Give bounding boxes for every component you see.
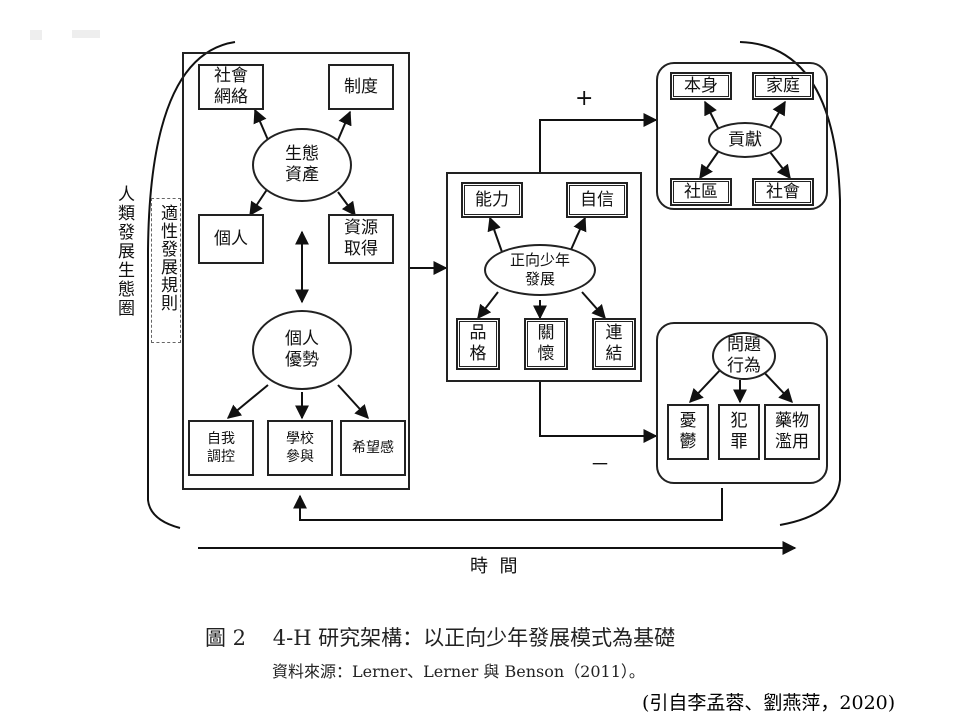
- caring-box: 關 懷: [524, 318, 568, 370]
- self-regulation-box: 自我 調控: [188, 420, 254, 476]
- depression-box: 憂 鬱: [667, 404, 709, 460]
- connection-box: 連 結: [592, 318, 636, 370]
- personal-strengths-circle: 個人 優勢: [252, 310, 352, 390]
- problem-behavior-circle: 問題 行為: [712, 332, 776, 380]
- figure-source: 資料來源：Lerner、Lerner 與 Benson（2011）。: [272, 662, 645, 681]
- corner-mark: [30, 30, 42, 40]
- corner-mark-2: [72, 30, 100, 38]
- confidence-box: 自信: [566, 182, 628, 218]
- minus-sign: －: [590, 452, 610, 476]
- family-box: 家庭: [752, 72, 814, 100]
- contribution-circle: 貢獻: [708, 122, 782, 158]
- institution-box: 制度: [328, 64, 394, 110]
- outer-ecology-label: 人類發展生態圈: [114, 185, 134, 318]
- figure-title: 圖 2 4-H 研究架構：以正向少年發展模式為基礎: [205, 626, 676, 650]
- self-box: 本身: [670, 72, 732, 100]
- left-panel: [182, 52, 410, 490]
- plus-sign: +: [575, 86, 594, 111]
- society-box: 社會: [752, 178, 814, 206]
- social-network-box: 社會 網絡: [198, 64, 264, 110]
- character-box: 品 格: [456, 318, 500, 370]
- problem-panel: [656, 322, 828, 484]
- pyd-circle: 正向少年 發展: [484, 244, 596, 296]
- school-engagement-box: 學校 參與: [267, 420, 333, 476]
- contribution-panel: [656, 62, 828, 210]
- resource-access-box: 資源 取得: [328, 214, 394, 264]
- citation: (引自李孟蓉、劉燕萍，2020): [642, 692, 896, 714]
- rule-label: 適性發展規則: [157, 204, 177, 312]
- ecological-assets-circle: 生態 資產: [252, 128, 352, 202]
- individual-box: 個人: [198, 214, 264, 264]
- time-label: 時 間: [470, 556, 518, 577]
- community-box: 社區: [670, 178, 732, 206]
- competence-box: 能力: [461, 182, 523, 218]
- pyd-panel: [446, 172, 642, 382]
- drug-abuse-box: 藥物 濫用: [764, 404, 820, 460]
- crime-box: 犯 罪: [718, 404, 760, 460]
- hope-box: 希望感: [340, 420, 406, 476]
- rule-box: [151, 198, 181, 343]
